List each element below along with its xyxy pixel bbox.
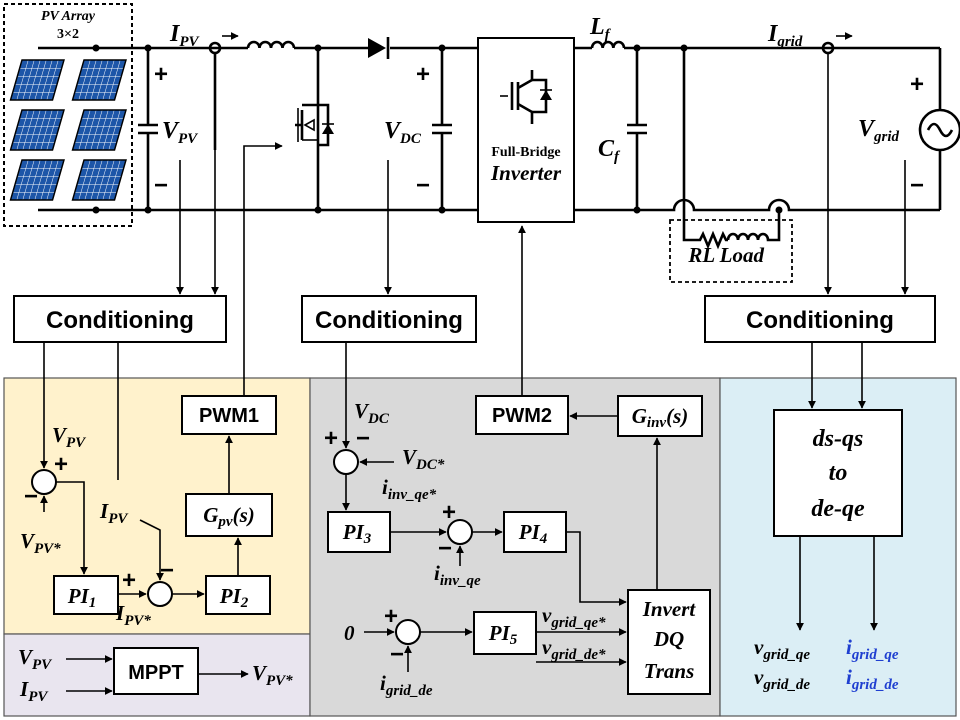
vdc-label: VDC [384, 118, 422, 147]
pv-ctrl-ipv-ref: IPV* [115, 601, 151, 629]
mppt-in-ipv: IPV [19, 677, 49, 705]
summing-junction-3 [333, 449, 359, 475]
ipv-label: IPV [169, 21, 201, 50]
mppt-block: MPPT [128, 662, 184, 684]
svg-text:−: − [438, 535, 452, 562]
boost-inductor-icon [246, 40, 296, 49]
lf-label: Lf [589, 14, 612, 43]
pi2-block: PI2 [219, 584, 249, 611]
svg-text:−: − [160, 557, 174, 584]
svg-text:+: + [54, 451, 68, 478]
inverter-block [477, 37, 575, 223]
filter-inductor-icon [590, 40, 626, 49]
vgrid-plus: + [910, 71, 924, 98]
svg-text:Conditioning: Conditioning [46, 307, 194, 334]
svg-text:Conditioning: Conditioning [746, 307, 894, 334]
pv-control-loop: PWM1 Gpv(s) PI2 PI1 [31, 342, 277, 615]
pv-ctrl-vpv-ref: VPV* [20, 529, 61, 557]
sense-lines [176, 53, 909, 396]
filter-capacitor [627, 48, 647, 210]
dc-ctrl-vdc: VDC [354, 399, 390, 427]
svg-text:−: − [390, 641, 404, 668]
svg-text:+: + [122, 567, 136, 594]
pi5-block: PI5 [488, 621, 518, 648]
grid-igrid-de: igrid_de [846, 665, 899, 693]
dc-ctrl-vdc-ref: VDC* [402, 445, 445, 473]
pwm2-block: PWM2 [492, 405, 552, 427]
pi3-block: PI3 [342, 520, 372, 547]
vpv-minus: − [154, 172, 168, 199]
input-capacitor [138, 48, 158, 210]
gpv-block: Gpv(s) [203, 503, 255, 530]
bottom-rail [38, 198, 940, 212]
pwm1-block: PWM1 [199, 405, 259, 427]
dc-ctrl-vgrid-de-ref: vgrid_de* [542, 635, 606, 663]
cf-label: Cf [598, 136, 621, 165]
mppt-section: MPPT [66, 647, 249, 695]
invert-dq-line1: Invert [642, 597, 697, 621]
inverter-label-line1: Full-Bridge [491, 145, 560, 160]
igbt-icon [500, 70, 552, 124]
dc-ctrl-vgrid-qe-ref: vgrid_qe* [542, 603, 606, 631]
svg-text:Conditioning: Conditioning [315, 307, 463, 334]
svg-text:PV Array: PV Array [41, 9, 96, 24]
rl-load [669, 44, 793, 283]
load-inductor-icon [726, 210, 781, 242]
svg-text:−: − [356, 425, 370, 452]
pv-array-size: 3×2 [57, 27, 79, 42]
transform-line2: to [829, 460, 848, 486]
dc-control-loop: PWM2 Ginv(s) PI3 PI4 PI5 Invert DQ Trans [327, 342, 711, 695]
pv-array-title: PV Array [41, 9, 96, 24]
pv-ctrl-vpv: VPV [52, 423, 87, 451]
grid-igrid-qe: igrid_qe [846, 635, 899, 663]
conditioning-block-dc: Conditioning [301, 295, 477, 343]
dc-ctrl-igrid-de: igrid_de [380, 671, 433, 699]
pi1-block: PI1 [67, 584, 97, 611]
invert-dq-line3: Trans [644, 659, 695, 683]
vdc-minus: − [416, 172, 430, 199]
svg-text:+: + [442, 499, 456, 526]
conditioning-block-pv: Conditioning [13, 295, 227, 343]
pv-array: PV Array 3×2 [3, 3, 133, 227]
solar-panel-icons [9, 59, 127, 201]
diode-icon [368, 37, 390, 59]
dc-ctrl-zero: 0 [344, 621, 355, 645]
dc-link-capacitor [432, 48, 452, 210]
igrid-label: Igrid [767, 21, 803, 50]
vpv-label: VPV [162, 118, 199, 147]
svg-text:+: + [384, 603, 398, 630]
invert-dq-line2: DQ [653, 627, 684, 651]
inverter-label-line2: Inverter [490, 161, 562, 185]
dc-ctrl-iinv-qe-ref: iinv_qe* [382, 475, 437, 503]
summing-junction-2 [147, 581, 173, 607]
svg-text:+: + [324, 425, 338, 452]
mppt-in-vpv: VPV [18, 645, 53, 673]
transform-line1: ds-qs [813, 426, 864, 452]
transform-line3: de-qe [811, 496, 865, 522]
conditioning-block-grid: Conditioning [704, 295, 936, 343]
vgrid-label: Vgrid [858, 116, 900, 145]
mosfet-switch-icon [295, 44, 334, 214]
ginv-block: Ginv(s) [632, 404, 689, 431]
grid-vgrid-de: vgrid_de [754, 665, 810, 693]
grid-transform-section: ds-qs to de-qe [773, 342, 903, 631]
grid-vgrid-qe: vgrid_qe [754, 635, 810, 663]
mppt-out-vpv-ref: VPV* [252, 661, 293, 689]
power-stage [38, 32, 960, 283]
svg-text:−: − [24, 483, 38, 510]
pv-ctrl-ipv: IPV [99, 499, 129, 527]
vgrid-minus: − [910, 172, 924, 199]
vpv-plus: + [154, 61, 168, 88]
rl-load-label: RL Load [687, 243, 764, 267]
vdc-plus: + [416, 61, 430, 88]
dc-ctrl-iinv-qe: iinv_qe [434, 561, 481, 589]
pi4-block: PI4 [518, 520, 548, 547]
